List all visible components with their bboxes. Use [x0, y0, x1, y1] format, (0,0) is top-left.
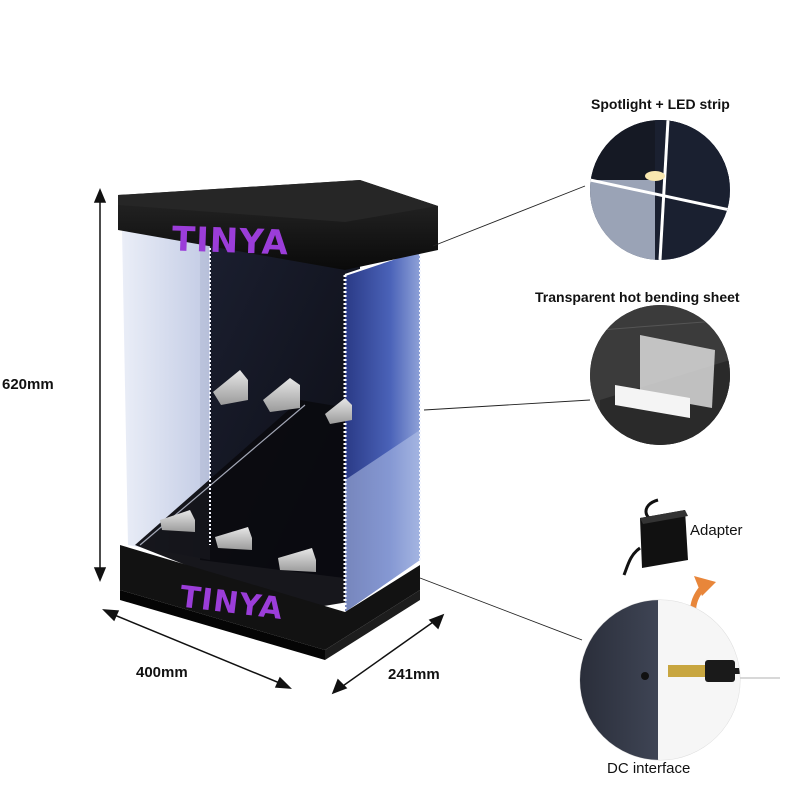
- width-label: 400mm: [136, 664, 188, 681]
- phone-holders-lower: [160, 510, 316, 572]
- spotlight-detail-circle: [590, 120, 730, 260]
- height-dimension-line: [93, 188, 107, 582]
- display-cabinet: [118, 180, 438, 660]
- power-adapter: [622, 498, 688, 576]
- spotlight-label: Spotlight + LED strip: [591, 96, 730, 112]
- depth-dimension-line: [331, 613, 445, 695]
- height-label: 620mm: [2, 376, 54, 393]
- brand-logo-top: TINYA: [171, 219, 289, 263]
- phone-holders-upper: [213, 370, 352, 424]
- depth-label: 241mm: [388, 666, 440, 683]
- adapter-label: Adapter: [690, 522, 743, 539]
- leader-lines: [419, 185, 591, 641]
- dc-interface-label: DC interface: [607, 760, 691, 777]
- bending-sheet-detail-circle: [590, 305, 730, 445]
- bending-sheet-label: Transparent hot bending sheet: [535, 289, 740, 305]
- dc-interface-detail-circle: [579, 599, 741, 761]
- width-dimension-line: [102, 609, 292, 689]
